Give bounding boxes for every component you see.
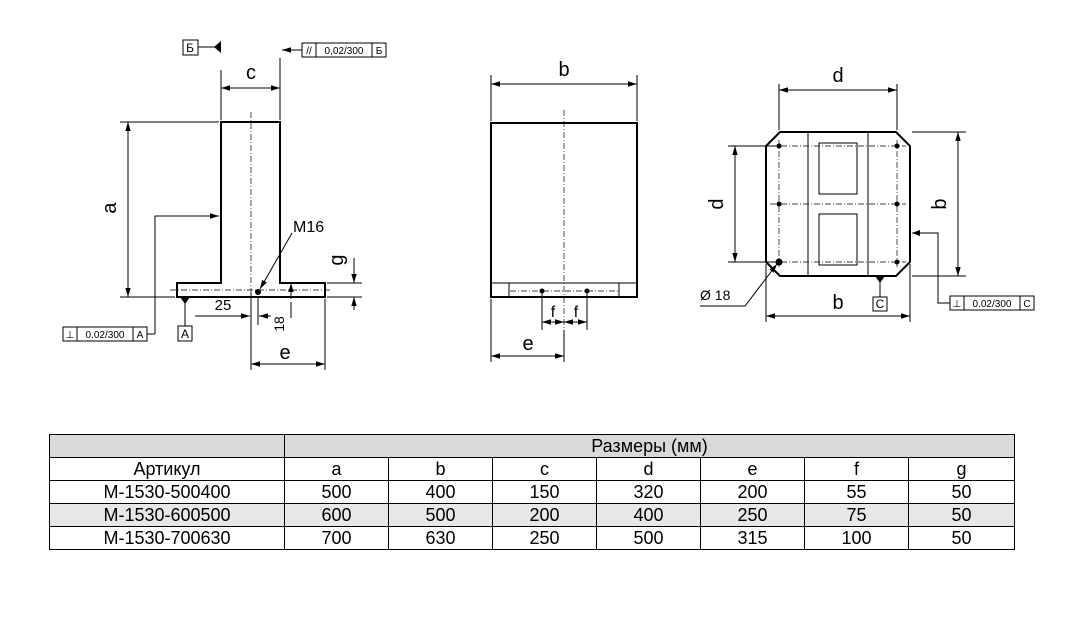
top-view	[700, 84, 1035, 322]
dim-label-b-right: b	[929, 198, 951, 209]
table-cell: M-1530-500400	[49, 480, 285, 504]
table-cell: 75	[804, 503, 909, 527]
perp-datum-a: A	[137, 330, 144, 341]
side-view	[62, 39, 387, 370]
parallel-symbol: //	[306, 46, 312, 57]
table-group-header: Размеры (мм)	[284, 434, 1015, 458]
column-header: a	[284, 457, 389, 481]
front-view	[490, 75, 638, 362]
dim-label-c: c	[246, 62, 256, 84]
column-header: b	[388, 457, 493, 481]
parallel-tol-value: 0,02/300	[325, 46, 364, 57]
datum-a-label: A	[181, 327, 189, 341]
dim-label-d-top: d	[832, 65, 843, 87]
table-header-empty-cell	[49, 434, 285, 458]
datum-a-frame	[177, 325, 193, 342]
column-header: Артикул	[49, 457, 285, 481]
table-column-header-row: Артикул a b c d e f g	[49, 457, 1015, 481]
dim-label-e-side: e	[279, 342, 290, 364]
table-row: M-1530-600500 600 500 200 400 250 75 50	[49, 503, 1015, 527]
table-cell: 55	[804, 480, 909, 504]
dim-18-label: 18	[271, 316, 287, 332]
hole-diameter-label: Ø 18	[700, 287, 731, 303]
perp-tolerance-frame-c	[949, 295, 1035, 311]
perp-tolerance-frame-a	[62, 326, 148, 342]
table-cell: 200	[492, 503, 597, 527]
table-cell: 200	[700, 480, 805, 504]
dim-label-a: a	[99, 202, 121, 214]
datum-c-label: C	[876, 297, 885, 311]
dim-label-g: g	[326, 254, 348, 265]
table-cell: 500	[596, 526, 701, 550]
table-cell: 50	[908, 526, 1015, 550]
technical-drawing: c a M16 g 25 18 e A Б // 0,02/300 Б ⊥ 0.…	[62, 39, 1035, 370]
perp-tol-value-a: 0.02/300	[86, 330, 125, 341]
column-header: e	[700, 457, 805, 481]
dim-label-f-left: f	[551, 304, 556, 321]
perp-symbol-a: ⊥	[66, 330, 75, 341]
parallel-tolerance-frame	[301, 42, 387, 58]
table-cell: 500	[284, 480, 389, 504]
table-cell: 400	[388, 480, 493, 504]
column-header: c	[492, 457, 597, 481]
column-header: g	[908, 457, 1015, 481]
table-cell: 600	[284, 503, 389, 527]
table-cell: 100	[804, 526, 909, 550]
datum-b-label: Б	[186, 41, 194, 55]
perp-symbol-c: ⊥	[953, 299, 962, 310]
table-cell: 50	[908, 480, 1015, 504]
dim-label-f-right: f	[574, 304, 579, 321]
column-header: f	[804, 457, 909, 481]
table-row: M-1530-500400 500 400 150 320 200 55 50	[49, 480, 1015, 504]
thread-label: M16	[293, 219, 324, 236]
datum-b-frame	[182, 39, 199, 56]
dim-label-e-front: e	[522, 333, 533, 355]
table-cell: 250	[700, 503, 805, 527]
dim-label-b-front: b	[558, 59, 569, 81]
parallel-datum: Б	[376, 46, 383, 57]
dim-label-d-left: d	[706, 198, 728, 209]
table-cell: 500	[388, 503, 493, 527]
table-cell: 315	[700, 526, 805, 550]
table-row: M-1530-700630 700 630 250 500 315 100 50	[49, 526, 1015, 550]
table-cell: 50	[908, 503, 1015, 527]
datum-c-frame	[872, 296, 888, 312]
table-group-header-row: Размеры (мм)	[49, 434, 1015, 458]
column-header: d	[596, 457, 701, 481]
table-cell: 320	[596, 480, 701, 504]
dim-label-b-bottom: b	[832, 292, 843, 314]
table-cell: 250	[492, 526, 597, 550]
dim-25-label: 25	[215, 297, 232, 314]
table-cell: 700	[284, 526, 389, 550]
table-cell: 630	[388, 526, 493, 550]
table-cell: 150	[492, 480, 597, 504]
table-cell: 400	[596, 503, 701, 527]
perp-tol-value-c: 0.02/300	[973, 299, 1012, 310]
table-cell: M-1530-600500	[49, 503, 285, 527]
dimensions-table: Размеры (мм) Артикул a b c d e f g M-153…	[49, 434, 1015, 550]
table-cell: M-1530-700630	[49, 526, 285, 550]
perp-datum-c: C	[1023, 299, 1030, 310]
